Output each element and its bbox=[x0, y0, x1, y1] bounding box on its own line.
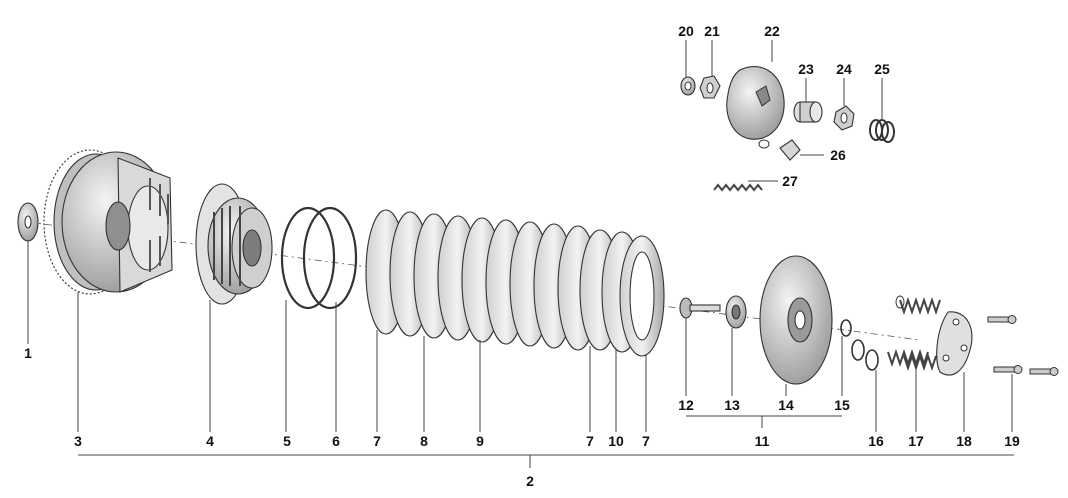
callout-24: 24 bbox=[836, 61, 852, 77]
callout-17: 17 bbox=[908, 433, 924, 449]
callout-9: 9 bbox=[476, 433, 484, 449]
washer-15 bbox=[840, 319, 852, 337]
release-bearing bbox=[725, 295, 747, 329]
callout-4: 4 bbox=[206, 433, 214, 449]
callout-21: 21 bbox=[704, 23, 720, 39]
spring-27 bbox=[713, 183, 763, 192]
washer-16 bbox=[851, 339, 879, 371]
callout-1: 1 bbox=[24, 345, 32, 361]
callout-3: 3 bbox=[74, 433, 82, 449]
callout-5: 5 bbox=[283, 433, 291, 449]
pressure-plate bbox=[759, 255, 833, 385]
bolts bbox=[987, 315, 1059, 376]
push-rod bbox=[679, 297, 721, 319]
callout-13: 13 bbox=[724, 397, 740, 413]
release-shaft-23 bbox=[793, 101, 823, 123]
callout-7b: 7 bbox=[586, 433, 594, 449]
seal-ring-6 bbox=[302, 206, 358, 310]
callout-14: 14 bbox=[778, 397, 794, 413]
callout-25: 25 bbox=[874, 61, 890, 77]
nut-21 bbox=[699, 75, 721, 99]
lever-26 bbox=[758, 139, 801, 161]
callout-12: 12 bbox=[678, 397, 694, 413]
callout-7a: 7 bbox=[373, 433, 381, 449]
callout-7c: 7 bbox=[642, 433, 650, 449]
seal-ring-5 bbox=[280, 206, 336, 310]
clutch-basket bbox=[43, 149, 173, 295]
callout-6: 6 bbox=[332, 433, 340, 449]
callout-19: 19 bbox=[1004, 433, 1020, 449]
callout-26: 26 bbox=[830, 147, 846, 163]
callout-16: 16 bbox=[868, 433, 884, 449]
washer-20 bbox=[680, 76, 696, 96]
callout-2: 2 bbox=[526, 473, 534, 489]
callout-22: 22 bbox=[764, 23, 780, 39]
nut-24 bbox=[833, 105, 855, 131]
callout-23: 23 bbox=[798, 61, 814, 77]
callout-11: 11 bbox=[755, 433, 770, 449]
clutch-springs bbox=[887, 295, 941, 372]
callout-10: 10 bbox=[608, 433, 624, 449]
callout-20: 20 bbox=[678, 23, 694, 39]
callout-8: 8 bbox=[420, 433, 428, 449]
inner-hub bbox=[195, 183, 273, 305]
callout-15: 15 bbox=[834, 397, 850, 413]
callout-18: 18 bbox=[956, 433, 972, 449]
clutch-plate-stack bbox=[365, 209, 665, 357]
release-cover-22 bbox=[726, 65, 785, 140]
callout-27: 27 bbox=[782, 173, 798, 189]
spring-retainer-plate bbox=[936, 311, 973, 376]
spring-25 bbox=[869, 119, 895, 143]
thrust-washer bbox=[17, 202, 39, 242]
